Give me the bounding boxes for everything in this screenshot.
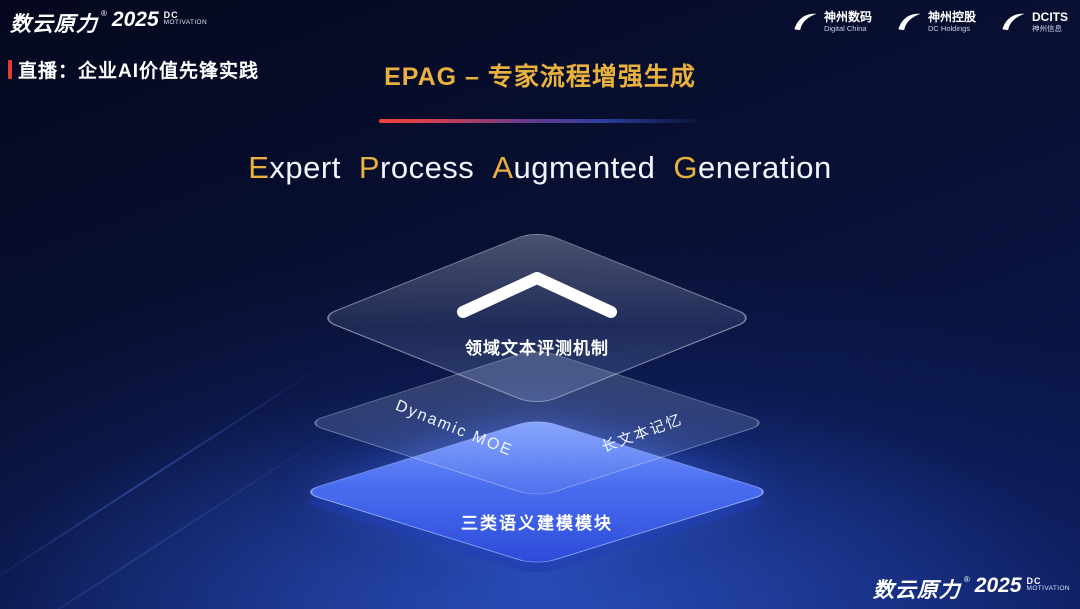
brand-tag-line1: DC bbox=[1026, 576, 1042, 586]
partner-logo-dcits: DCITS 神州信息 bbox=[1000, 10, 1068, 33]
live-stream-label: 直播：企业AI价值先锋实践 bbox=[8, 56, 259, 83]
brand-name: 数云原力 bbox=[872, 579, 961, 602]
partner-subtitle: DC Holdings bbox=[927, 24, 971, 34]
brand-year: 2025 bbox=[974, 574, 1022, 597]
chevron-up-icon bbox=[457, 272, 617, 318]
partner-text: 神州控股 DC Holdings bbox=[928, 10, 976, 33]
live-label-text: 直播：企业AI价值先锋实践 bbox=[18, 61, 260, 82]
brand-tag-line2: MOTIVATION bbox=[163, 19, 208, 27]
registered-mark: ® bbox=[963, 575, 970, 584]
partner-name: DCITS bbox=[1032, 10, 1068, 24]
main-title: Expert Process Augmented Generation bbox=[0, 150, 1080, 186]
brand-tagline: DC MOTIVATION bbox=[1026, 576, 1070, 593]
partner-subtitle: 神州信息 bbox=[1032, 24, 1062, 34]
title-word: Generation bbox=[673, 150, 832, 185]
layer-stack-diagram: 领域文本评测机制 Dynamic MOE 长文本记忆 三类语义建模模块 bbox=[267, 228, 807, 598]
title-word: Augmented bbox=[492, 150, 656, 185]
gradient-divider bbox=[379, 119, 701, 123]
partner-text: DCITS 神州信息 bbox=[1032, 10, 1068, 33]
brand-name: 数云原力 bbox=[10, 13, 98, 36]
partner-name: 神州数码 bbox=[823, 10, 872, 24]
top-layer-label: 领域文本评测机制 bbox=[465, 339, 609, 358]
red-accent-bar bbox=[8, 60, 12, 79]
partner-logos: 神州数码 Digital China 神州控股 DC Holdings DCIT… bbox=[792, 10, 1068, 33]
brand-year: 2025 bbox=[111, 8, 159, 31]
swoosh-logo-icon bbox=[898, 13, 921, 30]
slide-title: EPAG – 专家流程增强生成 bbox=[384, 63, 696, 91]
title-word: Expert bbox=[248, 150, 341, 185]
swoosh-logo-icon bbox=[1002, 13, 1025, 30]
partner-name: 神州控股 bbox=[927, 10, 976, 24]
brand-tag-line1: DC bbox=[163, 10, 179, 20]
brand-tag-line2: MOTIVATION bbox=[1026, 585, 1070, 593]
brand-tagline: DC MOTIVATION bbox=[163, 10, 208, 27]
swoosh-logo-icon bbox=[794, 13, 817, 30]
registered-mark: ® bbox=[101, 9, 107, 18]
brand-logo-bottom-right: 数云原力 ® 2025 DC MOTIVATION bbox=[873, 574, 1070, 604]
title-word: Process bbox=[358, 150, 475, 185]
partner-logo-dc-holdings: 神州控股 DC Holdings bbox=[896, 10, 976, 33]
bottom-layer-label: 三类语义建模模块 bbox=[461, 514, 613, 533]
partner-subtitle: Digital China bbox=[823, 24, 867, 34]
partner-text: 神州数码 Digital China bbox=[824, 10, 872, 33]
brand-logo-top-left: 数云原力 ® 2025 DC MOTIVATION bbox=[10, 8, 207, 38]
partner-logo-digital-china: 神州数码 Digital China bbox=[792, 10, 872, 33]
